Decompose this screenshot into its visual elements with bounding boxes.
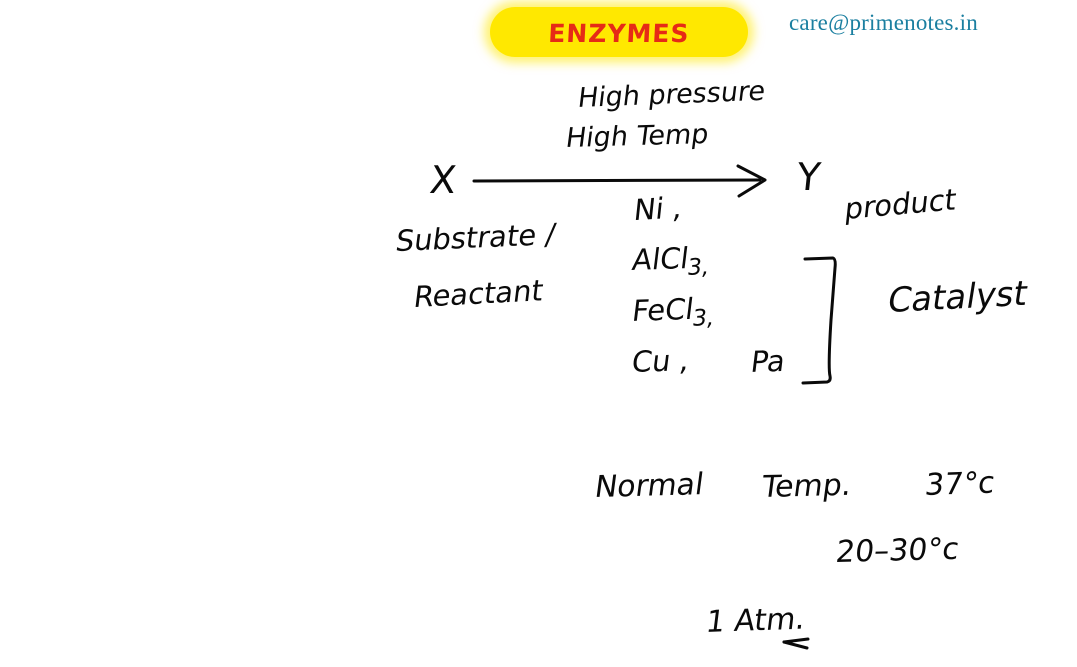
catalyst-item-ni: Ni , — [632, 190, 684, 228]
condition-high-temp: High Temp — [563, 118, 711, 155]
normal-temp-label: Normal — [592, 467, 706, 506]
catalyst-item-alcl3-subscript: 3, — [685, 254, 711, 281]
catalyst-item-fecl3-formula: FeCl — [630, 291, 696, 329]
catalyst-item-alcl3: AlCl3, — [630, 240, 713, 283]
right-curly-bracket-icon — [801, 256, 837, 385]
pressure-value: 1 Atm. — [703, 601, 808, 641]
catalyst-item-alcl3-formula: AlCl — [630, 240, 691, 278]
catalyst-group-label: Catalyst — [884, 273, 1031, 322]
product-symbol: Y — [794, 155, 823, 199]
right-arrow-icon — [472, 164, 767, 198]
catalyst-item-fecl3-subscript: 3, — [690, 304, 716, 332]
contact-email: care@primenotes.in — [789, 10, 978, 35]
catalyst-item-pa: Pa — [748, 343, 788, 380]
substrate-label-line2: Reactant — [411, 273, 546, 315]
normal-temp-label-temp: Temp. — [759, 467, 854, 506]
normal-temp-range: 20–30°c — [833, 531, 961, 571]
product-label: product — [843, 182, 958, 227]
condition-high-pressure: High pressure — [576, 75, 767, 115]
catalyst-item-cu: Cu , — [629, 342, 692, 380]
double-underline-mark-icon — [782, 637, 810, 650]
normal-temp-value: 37°c — [923, 465, 997, 504]
title-highlight — [490, 7, 748, 57]
reactant-symbol: X — [427, 158, 459, 202]
page-title: Enzymes — [547, 11, 691, 51]
catalyst-item-fecl3: FeCl3, — [630, 291, 718, 334]
substrate-label-line1: Substrate / — [393, 216, 558, 259]
